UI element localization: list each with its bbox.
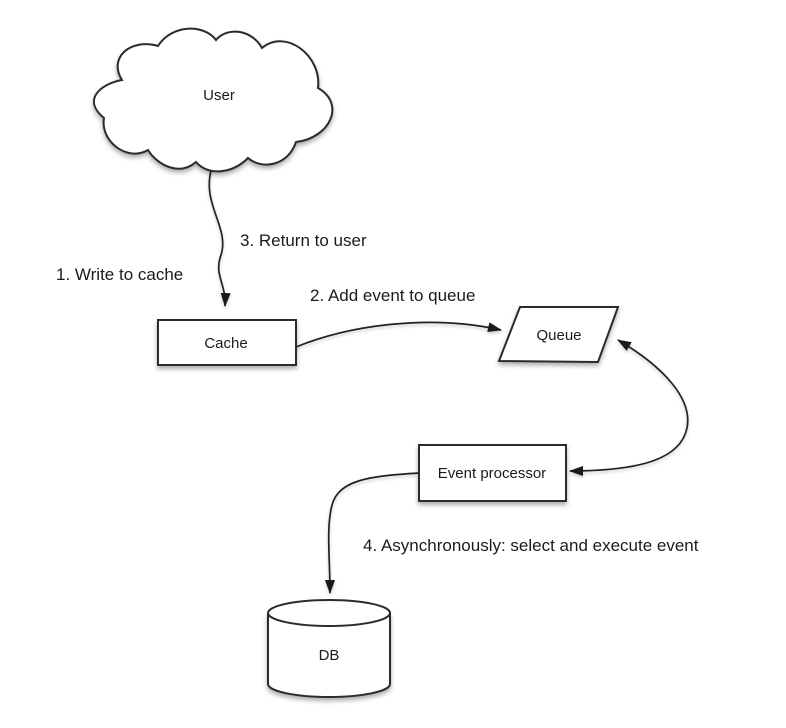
cache-box [157, 319, 297, 366]
label-write-to-cache: 1. Write to cache [56, 265, 183, 284]
user-label: User [203, 87, 235, 104]
node-queue: Queue [497, 306, 620, 364]
user-cloud-shape [93, 27, 334, 173]
edge-labels: 1. Write to cache 3. Return to user 2. A… [56, 231, 699, 555]
edge-queue-eventprocessor-double [569, 339, 689, 476]
queue-label: Queue [536, 327, 581, 344]
node-cache: Cache [157, 319, 297, 366]
edge-user-to-cache [208, 166, 231, 307]
node-event-processor: Event processor [418, 444, 567, 502]
event-processor-box [418, 444, 567, 502]
edge-cache-to-queue [295, 321, 502, 348]
connectors [208, 166, 689, 594]
queue-parallelogram [497, 306, 620, 364]
event-processor-label: Event processor [438, 465, 546, 482]
db-cylinder-top [267, 599, 391, 627]
label-async-execute: 4. Asynchronously: select and execute ev… [363, 536, 699, 555]
node-user: User [93, 27, 334, 173]
label-return-to-user: 3. Return to user [240, 231, 367, 250]
db-label: DB [319, 647, 340, 664]
cache-label: Cache [204, 335, 247, 352]
node-db: DB [267, 599, 391, 698]
db-cylinder-body [267, 613, 391, 698]
label-add-event-to-queue: 2. Add event to queue [310, 286, 475, 305]
edge-eventprocessor-to-db [324, 472, 420, 594]
